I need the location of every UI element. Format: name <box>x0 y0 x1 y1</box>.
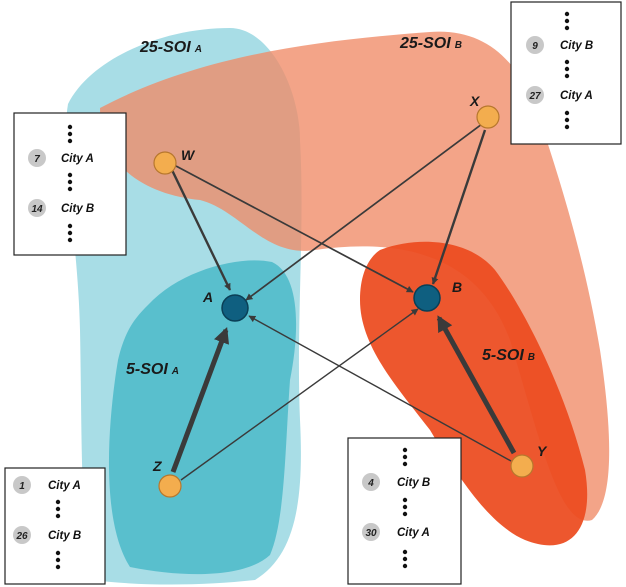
rank-number: 1 <box>19 481 25 492</box>
ellipsis-icon <box>402 549 408 569</box>
rank-city: City B <box>397 477 430 489</box>
rank-row: 30 City A <box>362 523 430 541</box>
node-a-label: A <box>202 289 213 305</box>
node-a: A <box>202 289 249 322</box>
rank-number: 4 <box>367 478 374 489</box>
rank-city: City B <box>560 40 593 52</box>
arrows <box>170 123 517 481</box>
ellipsis-icon <box>67 172 73 192</box>
rank-city: City A <box>560 90 593 102</box>
node-y: Y <box>510 443 548 478</box>
rank-city: City B <box>48 530 81 542</box>
rank-row: 7 City A <box>28 149 94 167</box>
rank-city: City A <box>61 153 94 165</box>
node-z-label: Z <box>152 458 162 474</box>
ellipsis-icon <box>564 110 570 130</box>
node-b-label: B <box>452 279 462 295</box>
rank-number: 9 <box>532 41 538 52</box>
rank-row: 4 City B <box>362 473 430 491</box>
arrow-y-to-b <box>436 315 517 455</box>
arrow-w-to-b <box>175 165 414 293</box>
rank-row: 1 City A <box>13 476 81 494</box>
rank-city: City A <box>397 527 430 539</box>
ellipsis-icon <box>564 11 570 31</box>
rank-row: 27 City A <box>526 86 593 104</box>
rank-box-y: 4 City B 30 City A <box>347 437 462 585</box>
arrow-x-to-a <box>245 123 483 301</box>
ellipsis-icon <box>564 59 570 79</box>
region-25-soi-b <box>100 31 610 521</box>
rank-row: 26 City B <box>13 526 81 544</box>
arrow-x-to-b <box>431 129 487 285</box>
rank-number: 27 <box>528 91 541 102</box>
node-w: W <box>153 147 196 175</box>
ellipsis-icon <box>67 124 73 144</box>
node-z: Z <box>152 458 182 498</box>
arrow-y-to-a <box>248 315 512 462</box>
arrow-w-to-a <box>170 169 232 291</box>
rank-row: 14 City B <box>28 199 94 217</box>
ellipsis-icon <box>402 497 408 517</box>
rank-number: 30 <box>365 528 377 539</box>
rank-box-z: 1 City A 26 City B <box>4 467 106 585</box>
rank-box-w: 7 City A 14 City B <box>13 112 127 256</box>
node-x-label: X <box>469 93 481 109</box>
node-b: B <box>413 279 462 312</box>
node-x: X <box>469 93 500 129</box>
ellipsis-icon <box>55 550 61 570</box>
arrow-z-to-a <box>170 327 230 473</box>
node-y-label: Y <box>537 443 548 459</box>
region-5-soi-a <box>108 260 297 575</box>
ellipsis-icon <box>402 447 408 467</box>
node-w-label: W <box>181 147 196 163</box>
rank-city: City A <box>48 480 81 492</box>
rank-number: 7 <box>34 154 40 165</box>
arrow-z-to-b <box>180 308 419 481</box>
rank-box-x: 9 City B 27 City A <box>510 1 622 145</box>
rank-number: 26 <box>15 531 28 542</box>
rank-row: 9 City B <box>526 36 593 54</box>
rank-number: 14 <box>31 204 43 215</box>
rank-city: City B <box>61 203 94 215</box>
ellipsis-icon <box>55 499 61 519</box>
ellipsis-icon <box>67 223 73 243</box>
